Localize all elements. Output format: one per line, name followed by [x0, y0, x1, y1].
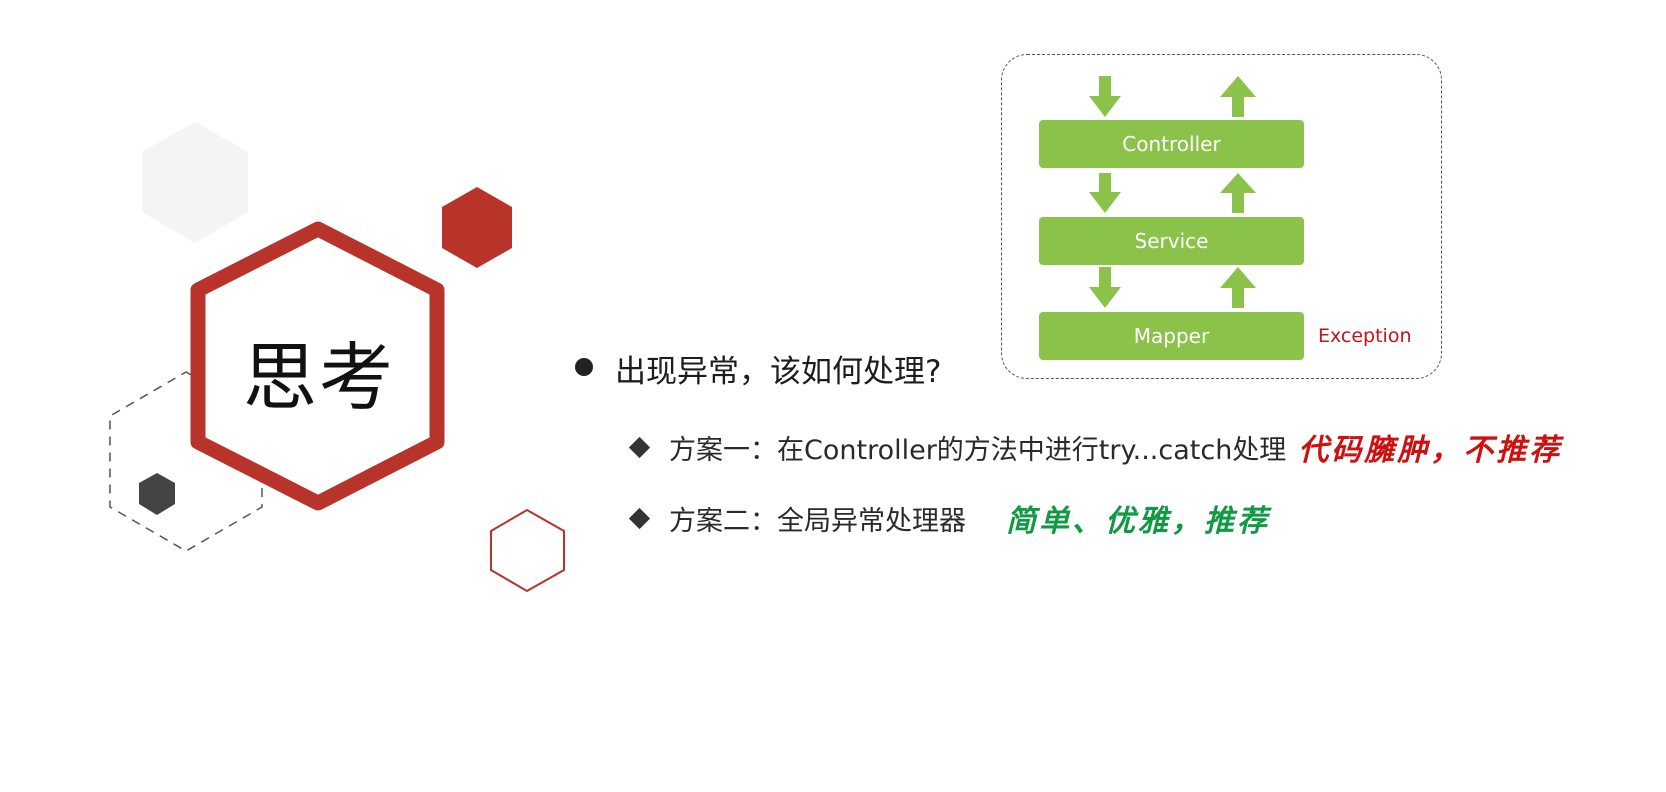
controller-layer: Controller: [1039, 120, 1304, 168]
service-layer: Service: [1039, 217, 1304, 265]
main-question: 出现异常，该如何处理?: [615, 354, 942, 390]
red-outline-hexagon-shape: [490, 508, 565, 593]
red-hexagon-shape: [442, 187, 512, 268]
option-two-label: 方案二：全局异常处理器: [669, 505, 966, 537]
bullet-dot: [575, 358, 593, 376]
title-hexagon-shape: [190, 221, 445, 511]
arrow-up-icon: [1220, 173, 1256, 213]
option-two: 方案二：全局异常处理器 简单、优雅，推荐: [628, 496, 1270, 540]
arrow-down-icon: [1089, 267, 1121, 308]
option-one-verdict: 代码臃肿，不推荐: [1298, 433, 1563, 468]
mapper-layer: Mapper: [1039, 312, 1304, 360]
option-one: 方案一：在Controller的方法中进行try...catch处理 代码臃肿，…: [628, 425, 1563, 469]
exception-label: Exception: [1318, 325, 1412, 347]
faint-hexagon-shape: [142, 122, 248, 243]
arrow-up-icon: [1220, 76, 1256, 117]
arrow-down-icon: [1089, 173, 1121, 213]
option-one-label: 方案一：在Controller的方法中进行try...catch处理: [669, 434, 1287, 466]
option-two-verdict: 简单、优雅，推荐: [1006, 504, 1270, 539]
arrow-up-icon: [1220, 267, 1256, 308]
page-title: 思考: [243, 335, 395, 421]
architecture-diagram-frame: [1001, 54, 1442, 379]
arrow-down-icon: [1089, 76, 1121, 117]
dark-hexagon-shape: [139, 473, 175, 515]
